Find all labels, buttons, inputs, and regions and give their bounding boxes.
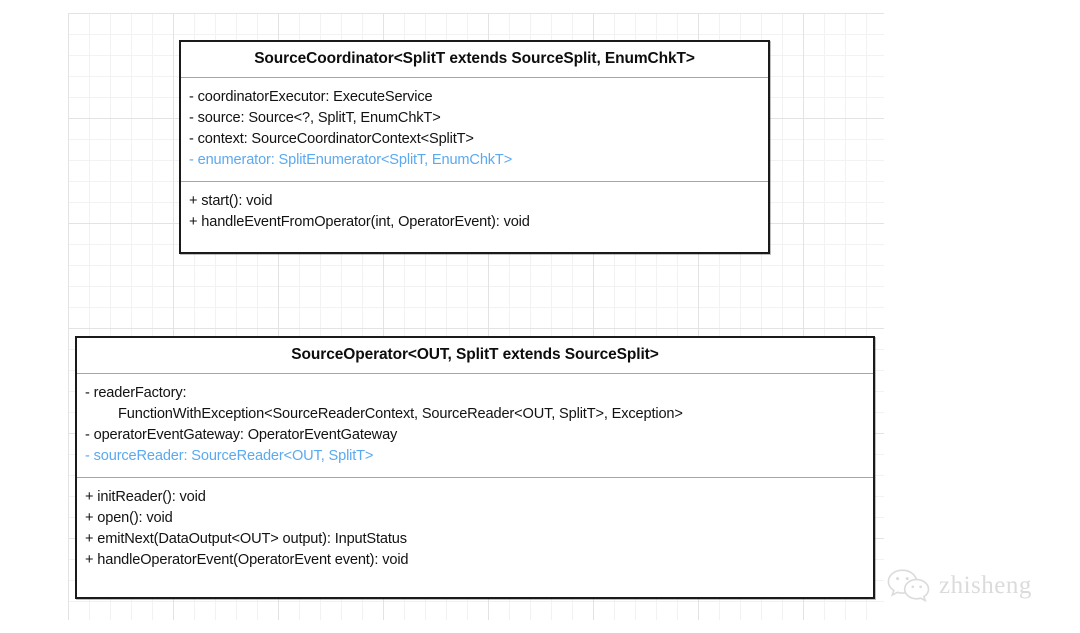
uml-method-row: + handleOperatorEvent(OperatorEvent even… [85,552,409,568]
uml-attributes-section: - readerFactory: FunctionWithException<S… [77,374,873,478]
uml-class-source-coordinator[interactable]: SourceCoordinator<SplitT extends SourceS… [179,40,770,254]
watermark: zhisheng [886,559,1066,611]
uml-attribute-row: - source: Source<?, SplitT, EnumChkT> [189,110,441,126]
uml-method-row: + initReader(): void [85,489,206,505]
uml-attribute-row: - operatorEventGateway: OperatorEventGat… [85,427,398,443]
wechat-logo-icon [886,567,932,603]
uml-methods-section: + start(): void + handleEventFromOperato… [181,182,768,243]
uml-attribute-row-highlighted: - sourceReader: SourceReader<OUT, SplitT… [85,448,374,464]
uml-method-row: + start(): void [189,193,273,209]
uml-class-source-operator[interactable]: SourceOperator<OUT, SplitT extends Sourc… [75,336,875,599]
uml-method-row: + handleEventFromOperator(int, OperatorE… [189,214,530,230]
uml-methods-section: + initReader(): void + open(): void + em… [77,478,873,581]
uml-attribute-row-highlighted: - enumerator: SplitEnumerator<SplitT, En… [189,152,513,168]
uml-class-title: SourceCoordinator<SplitT extends SourceS… [181,42,768,78]
uml-attribute-row: - coordinatorExecutor: ExecuteService [189,89,433,105]
uml-attribute-row: - readerFactory: [85,385,187,401]
uml-method-row: + open(): void [85,510,173,526]
uml-attribute-row-continuation: FunctionWithException<SourceReaderContex… [118,406,683,422]
uml-class-title: SourceOperator<OUT, SplitT extends Sourc… [77,338,873,374]
uml-method-row: + emitNext(DataOutput<OUT> output): Inpu… [85,531,407,547]
uml-attribute-row: - context: SourceCoordinatorContext<Spli… [189,131,474,147]
watermark-label: zhisheng [939,571,1032,599]
uml-attributes-section: - coordinatorExecutor: ExecuteService - … [181,78,768,182]
